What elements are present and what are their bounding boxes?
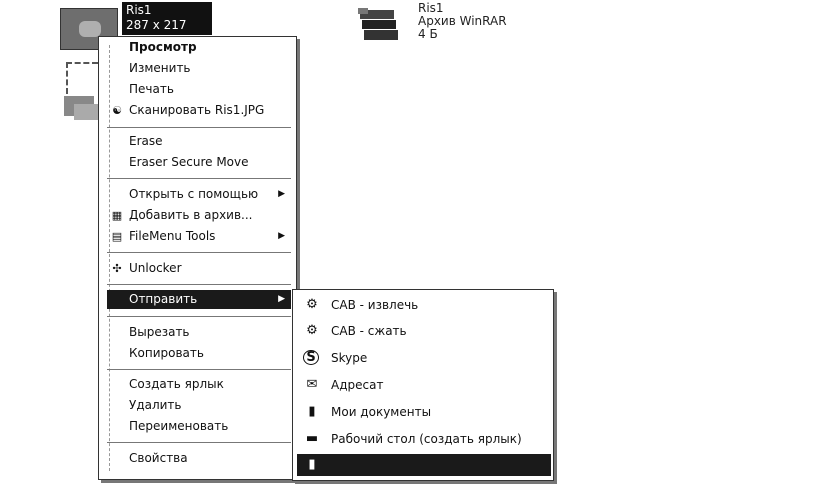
my-documents-icon: ▮ — [308, 404, 316, 419]
menu-item-rename[interactable]: Переименовать — [107, 417, 291, 436]
menu-item-label: Просмотр — [129, 40, 197, 54]
archive-file-label[interactable]: Ris1 Архив WinRAR 4 Б — [418, 2, 507, 41]
file-name: Ris1 — [126, 3, 152, 17]
winrar-archive-icon[interactable] — [356, 6, 402, 44]
submenu-item-label: Мои документы — [331, 405, 432, 419]
menu-item-erase[interactable]: Erase — [107, 132, 291, 151]
menu-item-properties[interactable]: Свойства — [107, 449, 291, 468]
menu-item-unlocker[interactable]: ✣ Unlocker — [107, 259, 291, 278]
image-file-thumbnail[interactable] — [60, 8, 118, 50]
archive-name: Ris1 — [418, 1, 444, 15]
menu-item-preview[interactable]: Просмотр — [107, 38, 291, 57]
menu-separator — [107, 316, 291, 317]
menu-item-label: Вырезать — [129, 325, 190, 339]
menu-item-label: Отправить — [129, 292, 198, 306]
menu-item-delete[interactable]: Удалить — [107, 396, 291, 415]
send-to-submenu: ⚙ CAB - извлечь ⚙ CAB - сжать S Skype ✉ … — [292, 289, 554, 481]
mail-recipient-icon: ✉ — [306, 377, 318, 392]
menu-item-label: Создать ярлык — [129, 377, 224, 391]
submenu-item-label: CAB - сжать — [331, 324, 407, 338]
filemenu-tools-icon: ▤ — [111, 230, 123, 243]
menu-item-label: Unlocker — [129, 261, 182, 275]
menu-item-label: Удалить — [129, 398, 182, 412]
menu-item-label: Eraser Secure Move — [129, 155, 249, 169]
menu-item-label: Erase — [129, 134, 163, 148]
cab-extract-icon: ⚙ — [306, 297, 318, 312]
send-to-drive[interactable]: ▮ — [297, 454, 551, 476]
menu-item-filemenu-tools[interactable]: ▤ FileMenu Tools ▶ — [107, 227, 291, 246]
menu-item-eraser-secure-move[interactable]: Eraser Secure Move — [107, 153, 291, 172]
menu-separator — [107, 442, 291, 443]
submenu-arrow-icon: ▶ — [278, 231, 285, 241]
menu-item-label: Копировать — [129, 346, 204, 360]
desktop-icon: ▬ — [305, 431, 319, 446]
desktop-icon-fragment — [74, 104, 100, 120]
context-menu: Просмотр Изменить Печать ☯ Сканировать R… — [98, 36, 297, 480]
send-to-desktop-shortcut[interactable]: ▬ Рабочий стол (создать ярлык) — [297, 428, 551, 450]
send-to-cab-extract[interactable]: ⚙ CAB - извлечь — [297, 294, 551, 316]
send-to-my-documents[interactable]: ▮ Мои документы — [297, 401, 551, 423]
menu-separator — [107, 127, 291, 128]
archive-size: 4 Б — [418, 27, 438, 41]
menu-item-cut[interactable]: Вырезать — [107, 323, 291, 342]
send-to-skype[interactable]: S Skype — [297, 347, 551, 369]
menu-item-label: Изменить — [129, 61, 191, 75]
send-to-mail-recipient[interactable]: ✉ Адресат — [297, 374, 551, 396]
submenu-arrow-icon: ▶ — [278, 189, 285, 199]
submenu-item-label: Адресат — [331, 378, 384, 392]
drive-icon: ▮ — [308, 457, 316, 472]
menu-item-label: Переименовать — [129, 419, 229, 433]
selected-file-label[interactable]: Ris1 287 x 217 — [122, 2, 212, 35]
menu-item-print[interactable]: Печать — [107, 80, 291, 99]
file-dimensions: 287 x 217 — [126, 18, 187, 32]
menu-item-label: Печать — [129, 82, 174, 96]
menu-item-label: Добавить в архив... — [129, 208, 253, 222]
scan-icon: ☯ — [112, 104, 122, 117]
menu-item-scan[interactable]: ☯ Сканировать Ris1.JPG — [107, 101, 291, 120]
menu-item-open-with[interactable]: Открыть с помощью ▶ — [107, 185, 291, 204]
desktop-icon-fragment — [66, 62, 98, 94]
submenu-item-label: CAB - извлечь — [331, 298, 419, 312]
unlocker-icon: ✣ — [112, 262, 122, 275]
menu-separator — [107, 178, 291, 179]
menu-item-edit[interactable]: Изменить — [107, 59, 291, 78]
menu-item-label: Открыть с помощью — [129, 187, 259, 201]
menu-item-label: Сканировать Ris1.JPG — [129, 103, 265, 117]
menu-item-copy[interactable]: Копировать — [107, 344, 291, 363]
menu-item-create-shortcut[interactable]: Создать ярлык — [107, 375, 291, 394]
send-to-cab-compress[interactable]: ⚙ CAB - сжать — [297, 320, 551, 342]
menu-item-send-to[interactable]: Отправить ▶ — [107, 290, 291, 309]
archive-type: Архив WinRAR — [418, 14, 507, 28]
submenu-arrow-icon: ▶ — [278, 294, 285, 304]
winrar-icon: ▦ — [111, 209, 123, 222]
menu-item-add-to-archive[interactable]: ▦ Добавить в архив... — [107, 206, 291, 225]
submenu-item-label: Рабочий стол (создать ярлык) — [331, 432, 522, 446]
menu-separator — [107, 369, 291, 370]
submenu-item-label: Skype — [331, 351, 368, 365]
cab-compress-icon: ⚙ — [306, 323, 318, 338]
menu-item-label: Свойства — [129, 451, 188, 465]
skype-icon: S — [303, 350, 319, 365]
menu-item-label: FileMenu Tools — [129, 229, 216, 243]
menu-separator — [107, 284, 291, 285]
menu-separator — [107, 252, 291, 253]
